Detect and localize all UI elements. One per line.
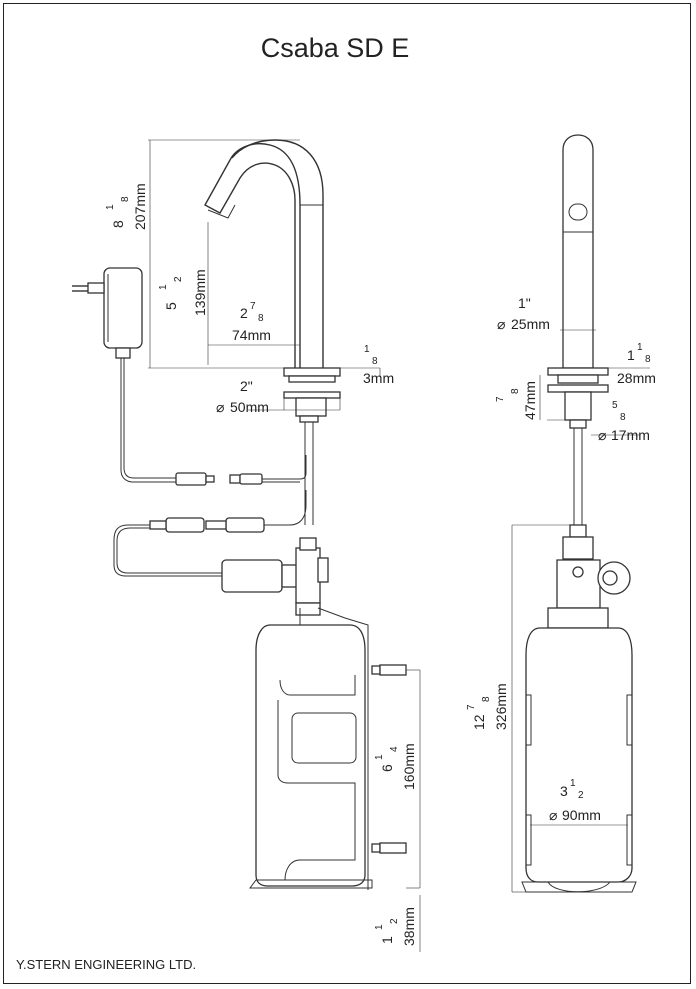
svg-text:8: 8 [258,313,264,324]
dim-front-shank-mm: 47mm [522,381,538,420]
svg-text:1: 1 [374,924,385,930]
svg-text:1: 1 [105,204,116,210]
power-adapter [103,267,143,349]
dim-front-shank-diam-mm: 17mm [611,427,650,443]
svg-text:12: 12 [471,714,487,730]
svg-text:2: 2 [578,790,584,801]
svg-text:7: 7 [495,396,506,402]
svg-text:8: 8 [481,696,492,702]
dim-height-mm: 207mm [132,183,148,230]
dim-base-mm: 50mm [230,399,269,415]
svg-text:2: 2 [389,918,400,924]
svg-text:2: 2 [173,276,184,282]
dim-front-deck-mm: 28mm [617,370,656,386]
svg-text:1: 1 [158,284,169,290]
sheet-border [3,3,691,984]
svg-text:5: 5 [612,400,618,411]
drawing-title: Csaba SD E [261,33,410,63]
front-spout [562,134,594,369]
svg-text:7: 7 [466,704,477,710]
svg-text:4: 4 [389,746,400,752]
dim-front-box-height-mm: 326mm [493,683,509,730]
svg-text:1: 1 [627,347,635,363]
svg-text:3: 3 [560,783,568,799]
svg-text:1: 1 [374,754,385,760]
dim-spout-mm: 139mm [192,269,208,316]
front-view: 25mm ⌀ 1" 28mm 1 1 8 47mm 7 8 17mm ⌀ 5 8… [466,134,656,893]
svg-text:6: 6 [379,764,395,772]
battery-box [255,624,366,887]
spout-outline [204,143,301,368]
svg-text:8: 8 [645,354,651,365]
svg-text:8: 8 [372,356,378,367]
svg-text:1: 1 [570,778,576,789]
front-battery-box [525,627,633,883]
svg-text:8: 8 [620,412,626,423]
svg-text:8: 8 [110,220,126,228]
svg-text:⌀: ⌀ [497,316,505,332]
svg-text:7: 7 [250,301,256,312]
svg-text:2: 2 [240,305,248,321]
company-name: Y.STERN ENGINEERING LTD. [16,957,196,972]
solenoid-valve [221,559,283,593]
svg-text:1": 1" [518,295,531,311]
svg-text:2": 2" [240,378,253,394]
svg-text:⌀: ⌀ [216,399,224,415]
dim-reach-mm: 74mm [232,327,271,343]
svg-text:1: 1 [364,344,370,355]
dim-lower-mm: 160mm [401,743,417,790]
svg-text:⌀: ⌀ [598,427,606,443]
dim-feet-mm: 38mm [401,907,417,946]
svg-text:1: 1 [379,936,395,944]
dim-deck-mm: 3mm [363,370,394,386]
svg-text:1: 1 [637,342,643,353]
side-view: 207mm 8 1 8 139mm 5 1 2 74mm 2 7 8 3mm 1… [72,139,421,952]
svg-text:⌀: ⌀ [549,807,557,823]
svg-text:8: 8 [510,388,521,394]
dim-front-spout-mm: 25mm [511,316,550,332]
svg-text:8: 8 [120,196,131,202]
svg-text:5: 5 [163,302,179,310]
dim-front-width-mm: 90mm [562,807,601,823]
deck-plate [283,367,341,377]
